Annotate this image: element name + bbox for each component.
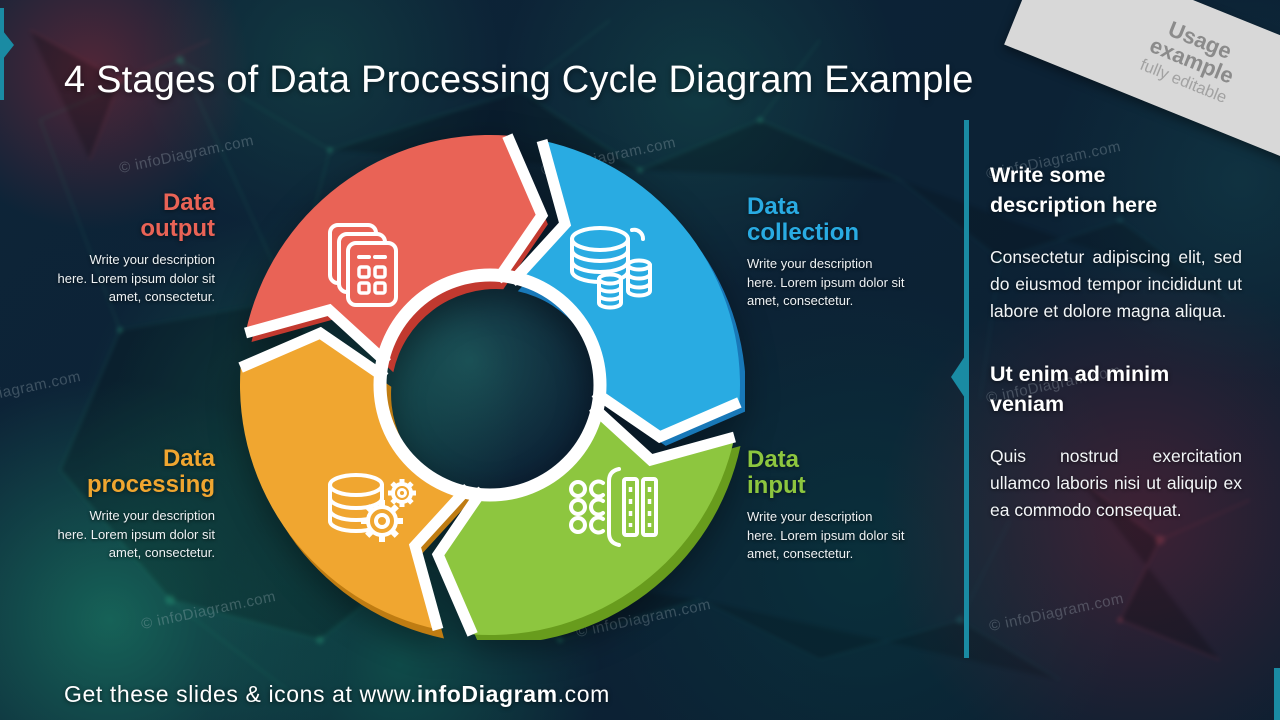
stage-label-collection: Data collection Write your description h… <box>747 194 905 311</box>
segment-edge-band <box>588 402 736 467</box>
segment-edge-band <box>244 303 392 368</box>
left-accent-arrow-icon <box>3 31 14 59</box>
stage-description-output: Write your description here. Lorem ipsum… <box>57 252 215 304</box>
footer-brand: infoDiagram <box>416 681 558 707</box>
segment-edge-band <box>238 326 389 383</box>
sidebar-body-1: Consectetur adipiscing elit, sed do eius… <box>990 247 1242 321</box>
stage-title-processing: Data processing <box>86 445 215 498</box>
stage-segment-collection <box>511 140 741 437</box>
footer-credit: Get these slides & icons at www.infoDiag… <box>64 681 610 708</box>
data-entry-icon <box>569 467 658 547</box>
footer-prefix: Get these slides & icons at www. <box>64 681 417 707</box>
page-title: 4 Stages of Data Processing Cycle Diagra… <box>64 59 974 102</box>
stage-title-output: Data output <box>140 189 215 242</box>
corner-accent-strip <box>1274 668 1280 720</box>
segment-edge-band <box>507 139 572 287</box>
footer-suffix: .com <box>557 681 610 707</box>
database-gears-icon <box>328 473 416 542</box>
segment-edge-band <box>408 483 473 631</box>
database-stack-icon <box>570 226 652 310</box>
stage-description-input: Write your description here. Lorem ipsum… <box>747 509 905 561</box>
stage-segment-input <box>438 406 735 636</box>
sidebar: Write some description here Consectetur … <box>990 160 1242 524</box>
left-accent-bar <box>0 8 4 100</box>
stage-description-collection: Write your description here. Lorem ipsum… <box>747 256 905 308</box>
sidebar-body-2: Quis nostrud exercitation ullamco labori… <box>990 446 1242 520</box>
inner-white-ring <box>373 268 607 502</box>
stage-description-processing: Write your description here. Lorem ipsum… <box>57 508 215 560</box>
segment-edge-band <box>431 486 488 637</box>
sidebar-divider <box>964 120 969 658</box>
documents-report-icon <box>328 223 398 307</box>
segment-edge-band <box>492 133 549 284</box>
stage-title-input: Data input <box>747 446 806 499</box>
stage-title-collection: Data collection <box>747 193 860 246</box>
sidebar-arrow-icon <box>951 356 965 398</box>
segment-edge-band <box>591 387 742 444</box>
stage-label-output: Data output Write your description here.… <box>57 190 215 307</box>
stage-label-input: Data input Write your description here. … <box>747 447 905 564</box>
data-processing-cycle-diagram <box>238 133 745 640</box>
sidebar-heading-1: Write some description here <box>990 163 1158 217</box>
sidebar-heading-2: Ut enim ad minim veniam <box>990 362 1170 416</box>
stage-label-processing: Data processing Write your description h… <box>57 446 215 563</box>
